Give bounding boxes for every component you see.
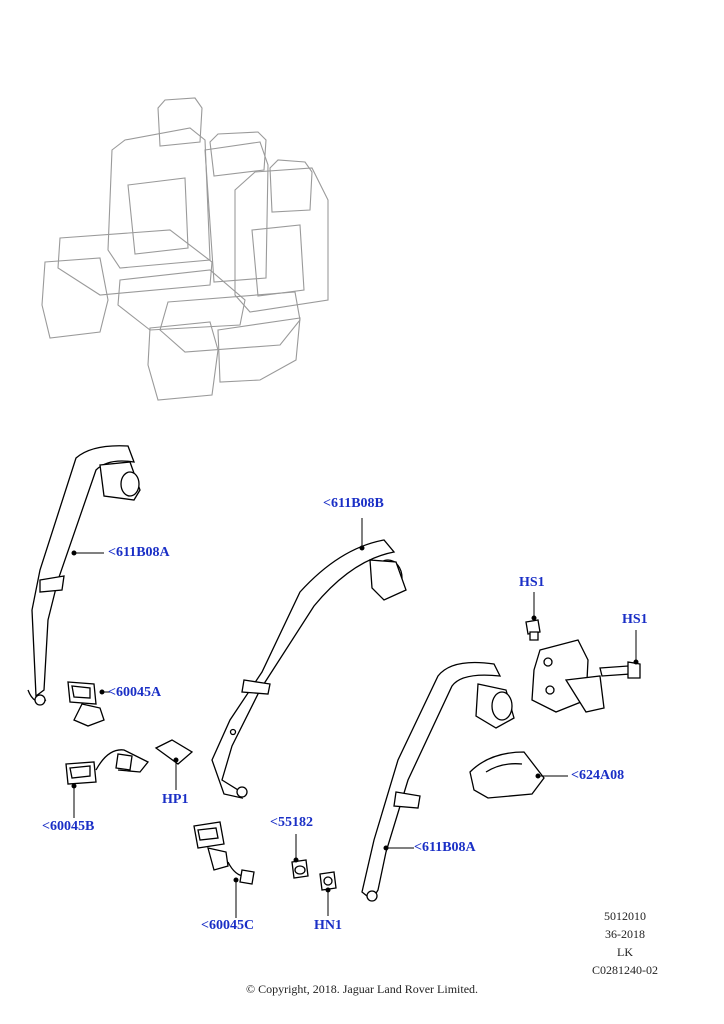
callout-hs1-right[interactable]: HS1: [622, 612, 648, 627]
mounting-bracket: [531, 639, 605, 713]
seat-belt-center: [211, 539, 407, 799]
buckle-60045c: [193, 821, 255, 885]
buckle-60045b: [65, 749, 150, 785]
copyright-notice: © Copyright, 2018. Jaguar Land Rover Lim…: [245, 982, 479, 996]
cover-624a08: [469, 751, 545, 799]
hn1-nut: [319, 871, 337, 891]
callout-611b08a-right[interactable]: <611B08A: [414, 840, 476, 855]
hs1-bolt-right: [599, 661, 641, 679]
callout-624a08[interactable]: <624A08: [571, 768, 625, 783]
callout-60045a[interactable]: <60045A: [108, 685, 162, 700]
callout-hs1-top[interactable]: HS1: [519, 575, 545, 590]
callout-611b08a-left[interactable]: <611B08A: [108, 545, 170, 560]
callout-hn1[interactable]: HN1: [314, 918, 342, 933]
callout-611b08b[interactable]: <611B08B: [323, 496, 384, 511]
diagram-code-1: 5012010: [604, 909, 646, 923]
callout-hp1[interactable]: HP1: [162, 792, 189, 807]
buckle-60045a: [67, 681, 105, 727]
leader-lines: [71, 518, 639, 918]
rear-seat-illustration: [41, 97, 329, 401]
part-55182: [291, 859, 309, 879]
seat-belt-left: [27, 445, 141, 706]
seat-belt-right: [361, 661, 515, 902]
hp1-pad: [154, 739, 194, 765]
callout-60045c[interactable]: <60045C: [201, 918, 255, 933]
diagram-model: LK: [617, 945, 633, 959]
diagram-date: 36-2018: [605, 927, 645, 941]
callout-60045b[interactable]: <60045B: [42, 819, 95, 834]
hs1-bolt-top: [525, 619, 541, 641]
callout-55182[interactable]: <55182: [270, 815, 313, 830]
diagram-reference: C0281240-02: [592, 963, 658, 977]
